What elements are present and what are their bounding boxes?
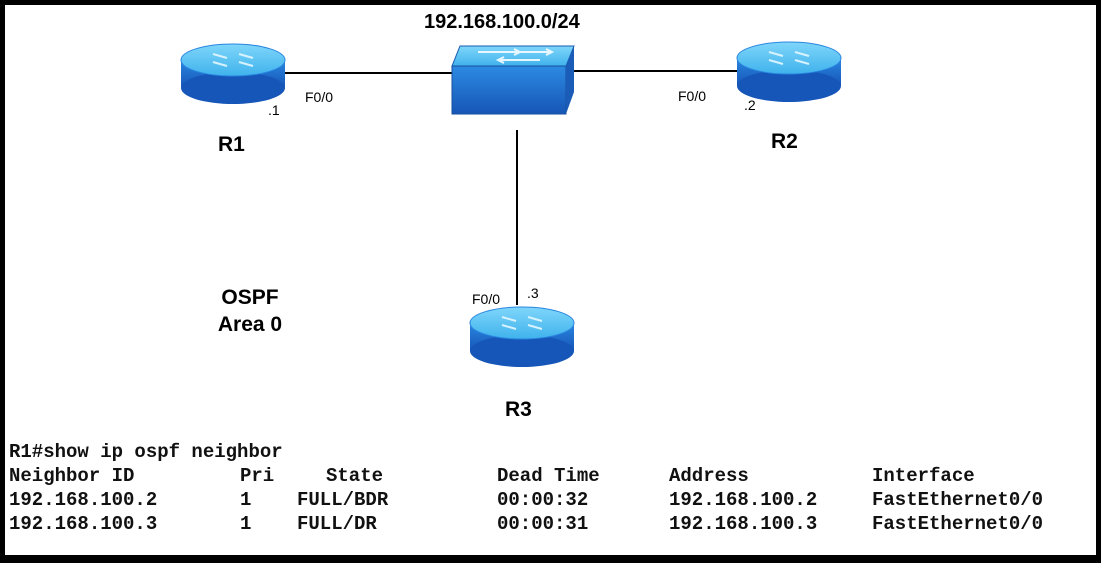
cell-neighbor-id: 192.168.100.2 bbox=[9, 489, 158, 511]
col-header-dead-time: Dead Time bbox=[497, 465, 600, 487]
area-line-2: Area 0 bbox=[217, 313, 283, 336]
router-r2-label: R2 bbox=[771, 130, 798, 153]
router-r3-label: R3 bbox=[505, 398, 532, 421]
col-header-state: State bbox=[326, 465, 384, 487]
cell-address: 192.168.100.2 bbox=[669, 489, 818, 511]
cell-address: 192.168.100.3 bbox=[669, 513, 818, 535]
area-line-1: OSPF bbox=[221, 286, 279, 309]
cli-command: R1#show ip ospf neighbor bbox=[9, 441, 283, 463]
cell-interface: FastEthernet0/0 bbox=[872, 489, 1044, 511]
r3-interface-label: F0/0 bbox=[472, 291, 501, 307]
cell-dead-time: 00:00:31 bbox=[497, 513, 589, 535]
col-header-address: Address bbox=[669, 465, 749, 487]
col-header-interface: Interface bbox=[872, 465, 975, 487]
network-label: 192.168.100.0/24 bbox=[424, 11, 580, 33]
cell-state: FULL/BDR bbox=[297, 489, 389, 511]
router-r1-label: R1 bbox=[218, 133, 245, 156]
col-header-neighbor-id: Neighbor ID bbox=[9, 465, 135, 487]
router-r2-icon bbox=[736, 41, 842, 102]
ospf-area-label: OSPF Area 0 bbox=[208, 284, 292, 338]
cell-state: FULL/DR bbox=[297, 513, 377, 535]
cell-interface: FastEthernet0/0 bbox=[872, 513, 1044, 535]
r2-host-label: .2 bbox=[744, 97, 756, 113]
router-r1-icon bbox=[180, 43, 286, 104]
r2-interface-label: F0/0 bbox=[678, 88, 707, 104]
r1-interface-label: F0/0 bbox=[305, 89, 334, 105]
cell-pri: 1 bbox=[240, 513, 252, 535]
r1-host-label: .1 bbox=[268, 102, 280, 118]
cell-neighbor-id: 192.168.100.3 bbox=[9, 513, 158, 535]
cell-pri: 1 bbox=[240, 489, 252, 511]
switch-icon bbox=[451, 45, 575, 115]
r3-host-label: .3 bbox=[527, 285, 539, 301]
col-header-pri: Pri bbox=[240, 465, 275, 487]
router-r3-icon bbox=[469, 306, 575, 367]
cell-dead-time: 00:00:32 bbox=[497, 489, 589, 511]
